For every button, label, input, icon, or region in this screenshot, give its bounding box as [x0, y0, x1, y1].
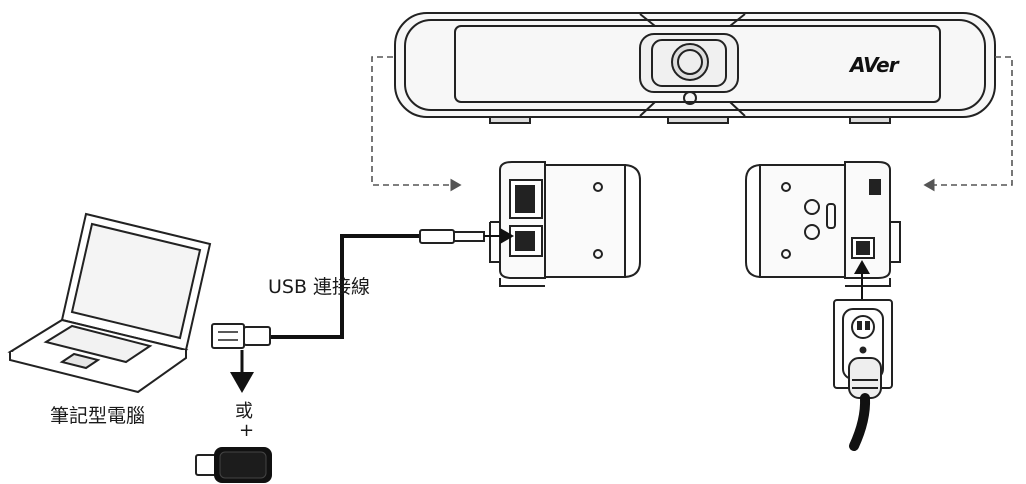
- laptop-label: 筆記型電腦: [50, 405, 146, 427]
- camera-right-end-icon: [745, 161, 901, 287]
- brand-logo: AVer: [850, 53, 899, 77]
- usb-dongle-icon: [195, 447, 272, 483]
- plus-label: +: [239, 420, 255, 441]
- or-label: 或: [235, 401, 253, 422]
- usb-cable-label: USB 連接線: [268, 276, 371, 298]
- dashed-arrow-icon: [923, 56, 1013, 192]
- power-plug-icon: [848, 357, 882, 451]
- dashed-arrow-icon: [371, 56, 462, 192]
- usb-cable-icon: [270, 228, 514, 339]
- camera-lens-icon: [639, 33, 739, 105]
- usb-plug-icon: [211, 323, 271, 349]
- laptop-icon: [7, 212, 212, 394]
- camera-left-end-icon: [489, 161, 641, 287]
